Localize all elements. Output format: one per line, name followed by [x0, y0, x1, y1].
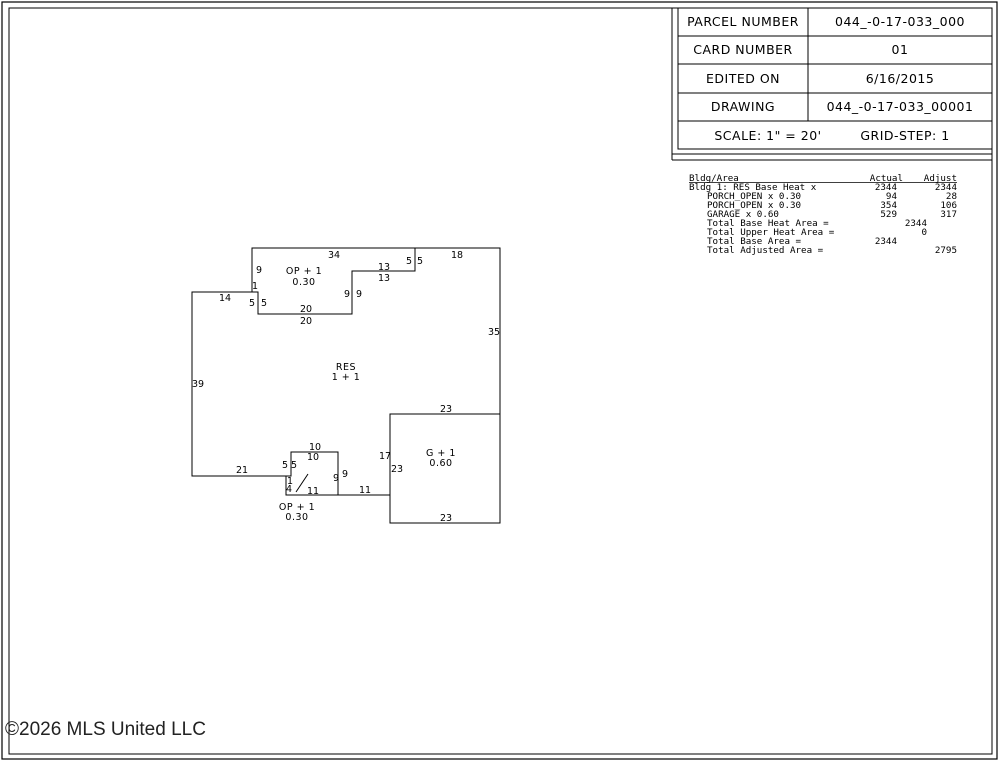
res-area-name: RES — [336, 362, 356, 373]
dimension-label: 9 — [342, 469, 348, 480]
summary-row-adjust: 106 — [940, 200, 957, 211]
summary-row-label: Bldg 1: RES Base Heat x — [689, 182, 817, 193]
summary-total-value: 2344 — [905, 218, 928, 229]
dimension-label: 23 — [440, 513, 452, 524]
dimension-label: 23 — [391, 464, 403, 475]
dimension-label: 5 — [406, 256, 412, 267]
bottom-porch-factor: 0.30 — [285, 512, 308, 523]
card-number-label: CARD NUMBER — [693, 42, 793, 57]
summary-total-label: Total Base Heat Area = — [707, 218, 829, 229]
summary-row-label: GARAGE x 0.60 — [707, 209, 779, 220]
summary-total-value: 0 — [921, 227, 927, 238]
summary-row-actual: 354 — [880, 200, 897, 211]
dimension-label: 17 — [379, 451, 391, 462]
dimension-label: 13 — [378, 262, 390, 273]
dimension-label: 5 — [282, 460, 288, 471]
info-table: PARCEL NUMBER 044_-0-17-033_000 CARD NUM… — [677, 7, 993, 150]
summary-total-label: Total Base Area = — [707, 236, 802, 247]
drawing-label: DRAWING — [711, 99, 775, 114]
dimension-label: 5 — [417, 256, 423, 267]
grid-step-text: GRID-STEP: 1 — [860, 128, 949, 143]
garage-area-name: G + 1 — [426, 448, 456, 459]
summary-row-adjust: 317 — [940, 209, 957, 220]
dimension-label: 13 — [378, 273, 390, 284]
dimension-label: 21 — [236, 465, 248, 476]
summary-row-label: PORCH_OPEN x 0.30 — [707, 191, 801, 202]
dimension-label: 5 — [261, 298, 267, 309]
edited-on-value: 6/16/2015 — [866, 71, 935, 86]
summary-total-label: Total Upper Heat Area = — [707, 227, 835, 238]
dimension-label: 11 — [359, 485, 371, 496]
area-labels: RES 1 + 1 G + 1 0.60 OP + 1 0.30 OP + 1 … — [279, 266, 456, 523]
dimension-label: 10 — [309, 442, 321, 453]
dimension-label: 9 — [333, 473, 339, 484]
summary-total-value: 2344 — [875, 236, 898, 247]
dimension-label: 1 — [252, 281, 258, 292]
summary-row-label: PORCH_OPEN x 0.30 — [707, 200, 801, 211]
scale-text: SCALE: 1" = 20' — [714, 128, 821, 143]
dimension-label: 10 — [307, 452, 319, 463]
top-porch-outline — [252, 248, 416, 315]
dimension-label: 39 — [192, 379, 204, 390]
parcel-number-label: PARCEL NUMBER — [687, 14, 799, 29]
top-porch-name: OP + 1 — [286, 266, 322, 277]
edited-on-label: EDITED ON — [706, 71, 780, 86]
summary-header-adjust: Adjust — [924, 173, 957, 184]
drawing-value: 044_-0-17-033_00001 — [827, 99, 974, 114]
dimension-label: 9 — [344, 289, 350, 300]
garage-outline — [389, 413, 501, 524]
floor-plan-sketch — [191, 247, 501, 524]
dimension-label: 4 — [286, 484, 292, 495]
dimension-labels: 34 18 5 5 13 13 9 1 14 5 5 35 39 20 20 9… — [192, 250, 500, 524]
summary-header-area: Bldg/Area — [689, 173, 739, 184]
dimension-label: 14 — [219, 293, 231, 304]
dimension-label: 5 — [291, 460, 297, 471]
dimension-label: 23 — [440, 404, 452, 415]
dimension-label: 35 — [488, 327, 500, 338]
summary-total-label: Total Adjusted Area = — [707, 245, 824, 256]
parcel-number-value: 044_-0-17-033_000 — [835, 14, 965, 29]
summary-row-adjust: 2344 — [935, 182, 958, 193]
dimension-label: 20 — [300, 304, 312, 315]
bottom-porch-name: OP + 1 — [279, 502, 315, 513]
bottom-porch-outline — [285, 475, 338, 496]
dimension-label: 11 — [307, 486, 319, 497]
res-area-floors: 1 + 1 — [332, 372, 361, 383]
summary-header-actual: Actual — [870, 173, 903, 184]
dimension-label: 20 — [300, 316, 312, 327]
dimension-label: 5 — [249, 298, 255, 309]
summary-total-value: 2795 — [935, 245, 957, 256]
inner-border — [8, 7, 993, 755]
dimension-label: 9 — [256, 265, 262, 276]
garage-area-factor: 0.60 — [429, 458, 452, 469]
summary-row-actual: 94 — [886, 191, 898, 202]
bottom-porch-leader — [295, 473, 309, 493]
card-number-value: 01 — [892, 42, 909, 57]
summary-row-actual: 529 — [880, 209, 897, 220]
top-porch-factor: 0.30 — [292, 277, 315, 288]
dimension-label: 34 — [328, 250, 340, 261]
dimension-label: 18 — [451, 250, 463, 261]
dimension-label: 1 — [287, 476, 293, 487]
copyright-watermark: ©2026 MLS United LLC — [5, 719, 206, 740]
summary-row-actual: 2344 — [875, 182, 898, 193]
dimension-label: 9 — [356, 289, 362, 300]
summary-row-adjust: 28 — [946, 191, 957, 202]
area-summary: Bldg/Area Actual Adjust Bldg 1: RES Base… — [689, 173, 957, 256]
